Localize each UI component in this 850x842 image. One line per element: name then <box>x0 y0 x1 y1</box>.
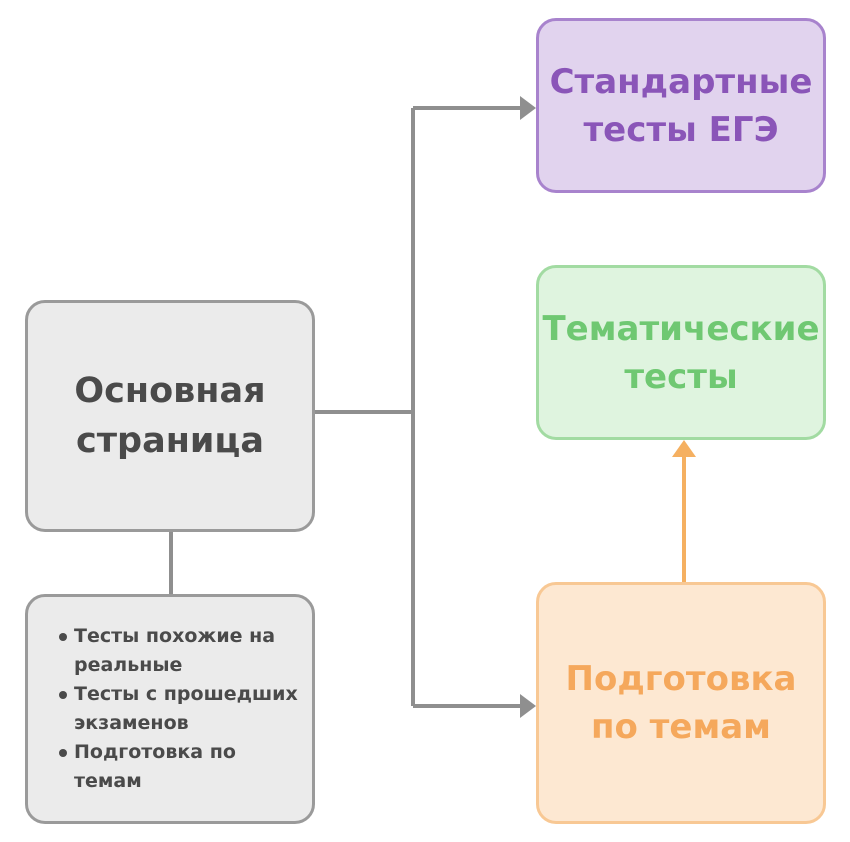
notes-list-item: Тесты похожие на реальные <box>56 622 302 680</box>
thematic-tests-label-line1: Тематические <box>542 308 820 349</box>
standard-tests-node: Стандартные тесты ЕГЭ <box>536 18 826 193</box>
standard-tests-label-line1: Стандартные <box>549 61 813 102</box>
main-page-label-line2: страница <box>76 421 264 461</box>
main-page-node: Основная страница <box>25 300 315 532</box>
topic-prep-label-line2: по темам <box>591 707 771 747</box>
thematic-tests-node: Тематические тесты <box>536 265 826 440</box>
notes-list-item: Подготовка по темам <box>56 738 302 796</box>
main-page-notes: Тесты похожие на реальные Тесты с прошед… <box>25 594 315 824</box>
thematic-tests-label-line2: тесты <box>624 356 738 397</box>
topic-prep-node: Подготовка по темам <box>536 582 826 824</box>
arrowhead-thematic <box>672 440 696 457</box>
arrowhead-prep <box>520 694 536 718</box>
topic-prep-label-line1: Подготовка <box>565 659 797 699</box>
standard-tests-label-line2: тесты ЕГЭ <box>583 109 779 150</box>
notes-list-item: Тесты с прошедших экзаменов <box>56 680 302 738</box>
main-page-label-line1: Основная <box>74 371 266 411</box>
notes-list: Тесты похожие на реальные Тесты с прошед… <box>56 622 302 796</box>
arrowhead-standard <box>520 96 536 120</box>
